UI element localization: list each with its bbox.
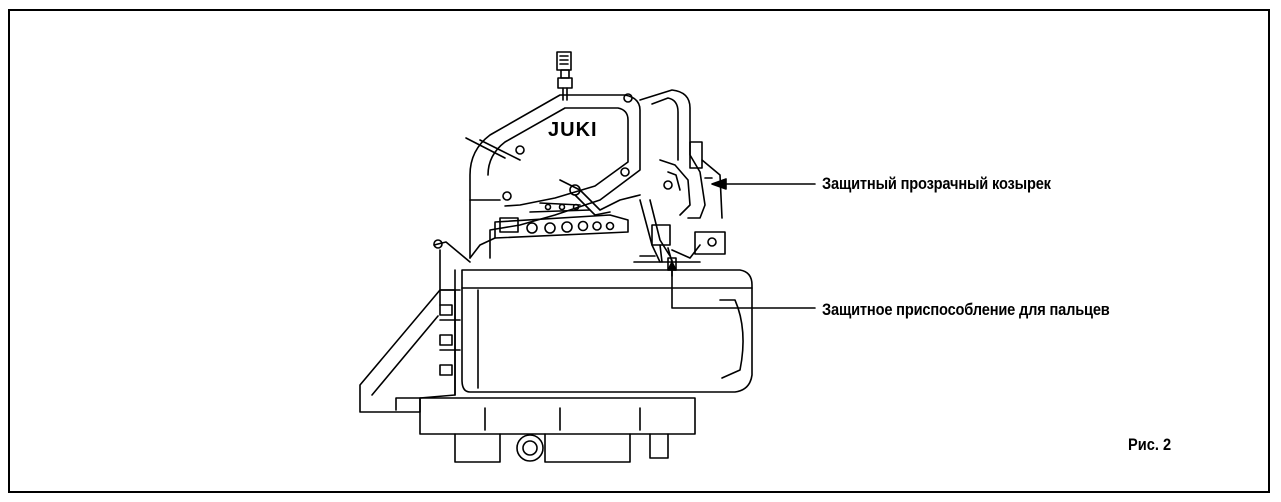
- leader-lines: [667, 178, 816, 309]
- upper-arm: [465, 93, 641, 259]
- transparent-visor: [659, 159, 691, 216]
- lower-housing: [439, 269, 753, 396]
- figure-caption: Рис. 2: [1128, 435, 1172, 454]
- front-cover: [639, 89, 723, 219]
- juki-logo: JUKI: [548, 119, 598, 141]
- machine-base: [419, 397, 696, 463]
- top-screw: [556, 51, 573, 101]
- visor-label: Защитный прозрачный козырек: [822, 174, 1051, 193]
- rear-lever: [433, 239, 471, 306]
- guard-arrow-icon: [667, 261, 677, 271]
- visor-arrow-icon: [711, 178, 727, 190]
- figure-frame: [8, 9, 1270, 493]
- guard-leader-line: [671, 259, 816, 309]
- thread-guide-bar: [469, 202, 629, 259]
- finger-guard-label: Защитное приспособление для пальцев: [822, 300, 1110, 319]
